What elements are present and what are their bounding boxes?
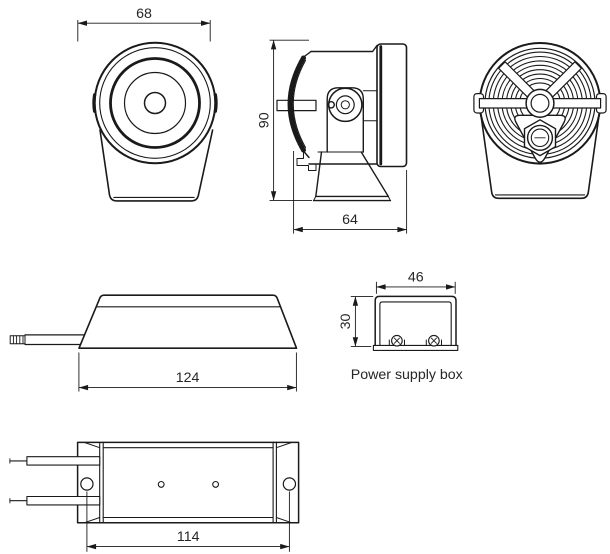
dim-label-psu-width: 46 [408,269,424,285]
front-left-clamp-nub [92,93,97,113]
side-mount-foot [315,151,389,198]
psu-cable-ferrule [9,335,26,345]
spotlight-rear-view [473,42,607,200]
front-right-clamp-nub [213,93,218,113]
dim-label-psu-hole-spacing: 114 [177,529,200,545]
spotlight-front-view: 68 [77,6,218,202]
psu-caption: Power supply box [351,367,463,383]
dimension-psu-hole-spacing: 114 [86,491,290,552]
side-lens-front [287,55,304,153]
dim-label-psu-height: 30 [338,314,354,330]
dimension-psu-length: 124 [78,352,297,392]
psu-side-body [78,294,298,349]
rear-hub [525,88,555,118]
spotlight-side-view: 90 64 [256,39,408,234]
psu-mount-hole-right [282,477,297,491]
psu-end-body [374,295,457,347]
side-lock-screw [327,101,336,109]
dimension-spot-depth: 64 [293,151,408,234]
dim-label-spot-height: 90 [256,112,272,128]
dim-label-psu-length: 124 [176,370,200,386]
power-supply-side-view: 124 [9,294,298,392]
psu-end-terminal-right [425,334,442,347]
dimension-spot-width: 68 [77,6,211,42]
front-led-center [143,91,167,115]
side-bracket-arm [276,99,317,112]
psu-top-body [76,441,300,524]
psu-end-terminal-left [388,334,405,347]
front-outer-rim [93,41,217,165]
front-lens-ring [109,57,201,149]
dim-label-spot-width: 68 [136,6,152,22]
side-back-plate [376,43,408,168]
power-supply-end-view: 46 30 Power supply box [338,269,463,382]
dimension-psu-width: 46 [375,269,456,294]
rear-bracket [479,111,601,200]
psu-mount-hole-left [80,477,94,491]
power-supply-top-view: 114 [9,441,300,552]
dim-label-spot-depth: 64 [342,212,358,228]
psu-top-cables [9,456,101,506]
psu-side-cable [24,334,85,346]
dimension-psu-height: 30 [338,296,374,347]
dimension-spot-height: 90 [256,39,312,201]
psu-end-base-flange [372,344,459,351]
side-lens-knurling [288,55,306,153]
front-bracket [99,129,214,202]
